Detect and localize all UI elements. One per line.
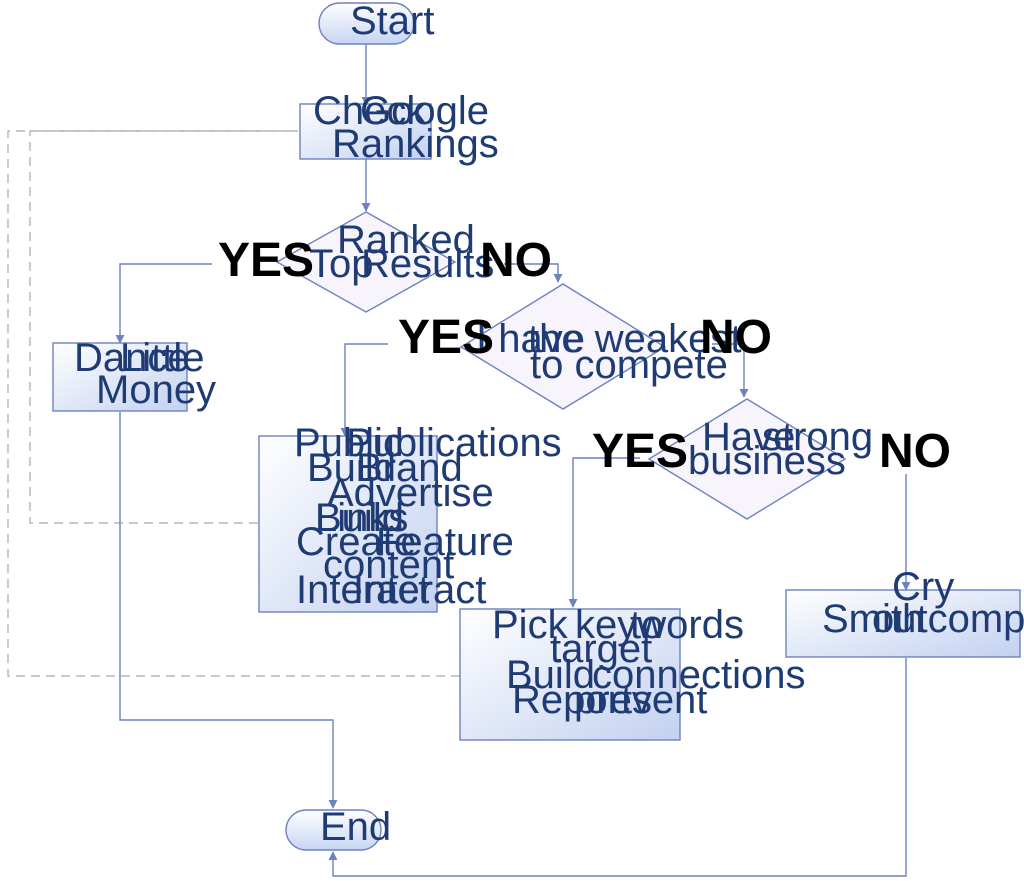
connector-ranked-no: [504, 263, 563, 283]
dance-label-line1: Dance: [74, 336, 190, 380]
start-terminator: Start: [318, 0, 434, 45]
publish-label-line12: Interact: [353, 568, 486, 612]
cry-process: Cry Smith outcompete: [785, 565, 1024, 658]
cry-label-line2: Smith: [822, 597, 924, 641]
publish-box: [258, 435, 438, 613]
connector-strong-yes: [568, 457, 640, 608]
end-label: End: [320, 805, 391, 849]
weakest-no-label: NO: [700, 311, 772, 364]
end-terminator: End: [285, 805, 391, 851]
pick-label-line3: to: [630, 603, 663, 647]
dance-process: Dance Little Money: [52, 336, 216, 412]
pick-label-line7: Reports: [512, 678, 652, 722]
connector-ranked-yes: [115, 263, 212, 344]
weakest-label-line1: I have: [476, 317, 585, 361]
cry-label-line3: outcompete: [872, 597, 1024, 641]
connector-weakest-yes: [340, 343, 388, 437]
publish-label-line9: Feature: [376, 520, 514, 564]
loop-back-lines: [7, 130, 460, 677]
publish-label-line5: Advertise: [327, 471, 494, 515]
publish-label-line6: Links: [315, 496, 408, 540]
publish-label-line1: Publications: [346, 421, 562, 465]
strong-label-line2: strong: [762, 415, 873, 459]
end-shape: [285, 809, 382, 851]
strong-label-line1: Have: [702, 415, 795, 459]
ranked-decision: Ranked Top Results YES NO: [218, 211, 552, 313]
start-shape: [318, 2, 415, 45]
pick-process: Pick keywords to target Build connection…: [459, 603, 805, 741]
publish-label-line11: Interact: [296, 568, 429, 612]
cry-label-line1: Cry: [892, 565, 954, 609]
ranked-diamond: [275, 211, 457, 313]
weakest-yes-label: YES: [398, 311, 494, 364]
connector-weakest-no: [712, 343, 749, 398]
ranked-label-line3: Results: [361, 242, 494, 286]
ranked-label-line1: Ranked: [337, 218, 475, 262]
cry-box: [785, 589, 1021, 658]
start-label: Start: [350, 0, 434, 43]
publish-label-line2: Public: [294, 421, 403, 465]
publish-label-line3: Build: [307, 446, 396, 490]
check-label-line3: Rankings: [332, 122, 499, 166]
publish-label-line4: Brand: [356, 446, 463, 490]
connector-dance-end: [119, 412, 338, 809]
strong-no-label: NO: [879, 425, 951, 478]
pick-label-line2: keywords: [575, 603, 744, 647]
strong-yes-label: YES: [592, 425, 688, 478]
weakest-diamond: [459, 283, 667, 410]
strong-decision: Have strong business YES NO: [592, 398, 951, 520]
ranked-yes-label: YES: [218, 234, 314, 287]
publish-process: Publications Public Build Brand Advertis…: [258, 421, 562, 613]
dance-box: [52, 342, 188, 412]
weakest-label-line2: the weakest: [528, 317, 741, 361]
check-label-line2: Google: [360, 89, 489, 133]
dance-label-line2: Little: [120, 336, 205, 380]
weakest-decision: I have the weakest to compete YES NO: [398, 283, 772, 410]
check-label-line1: Check: [313, 89, 427, 133]
strong-diamond: [647, 398, 847, 520]
check-rankings-box: [299, 103, 432, 160]
pick-label-line6: connections: [592, 653, 805, 697]
loop-line-publish: [29, 130, 298, 524]
pick-label-line1: Pick: [492, 603, 569, 647]
check-rankings-process: Check Google Rankings: [299, 89, 499, 166]
loop-line-pick: [7, 130, 460, 677]
ranked-no-label: NO: [480, 234, 552, 287]
weakest-label-line3: to compete: [530, 343, 728, 387]
ranked-label-line2: Top: [309, 242, 374, 286]
strong-label-line3: business: [688, 439, 846, 483]
dance-label-line3: Money: [96, 368, 216, 412]
connector-cry-end: [328, 658, 907, 877]
publish-label-line10: content: [323, 543, 454, 587]
publish-label-line8: Create: [296, 520, 416, 564]
pick-box: [459, 608, 681, 741]
pick-label-line8: prevent: [574, 678, 707, 722]
pick-label-line5: Build: [506, 653, 595, 697]
publish-label-line7: Build: [315, 496, 404, 540]
flow-connectors: [115, 44, 911, 877]
pick-label-line4: target: [550, 627, 652, 671]
